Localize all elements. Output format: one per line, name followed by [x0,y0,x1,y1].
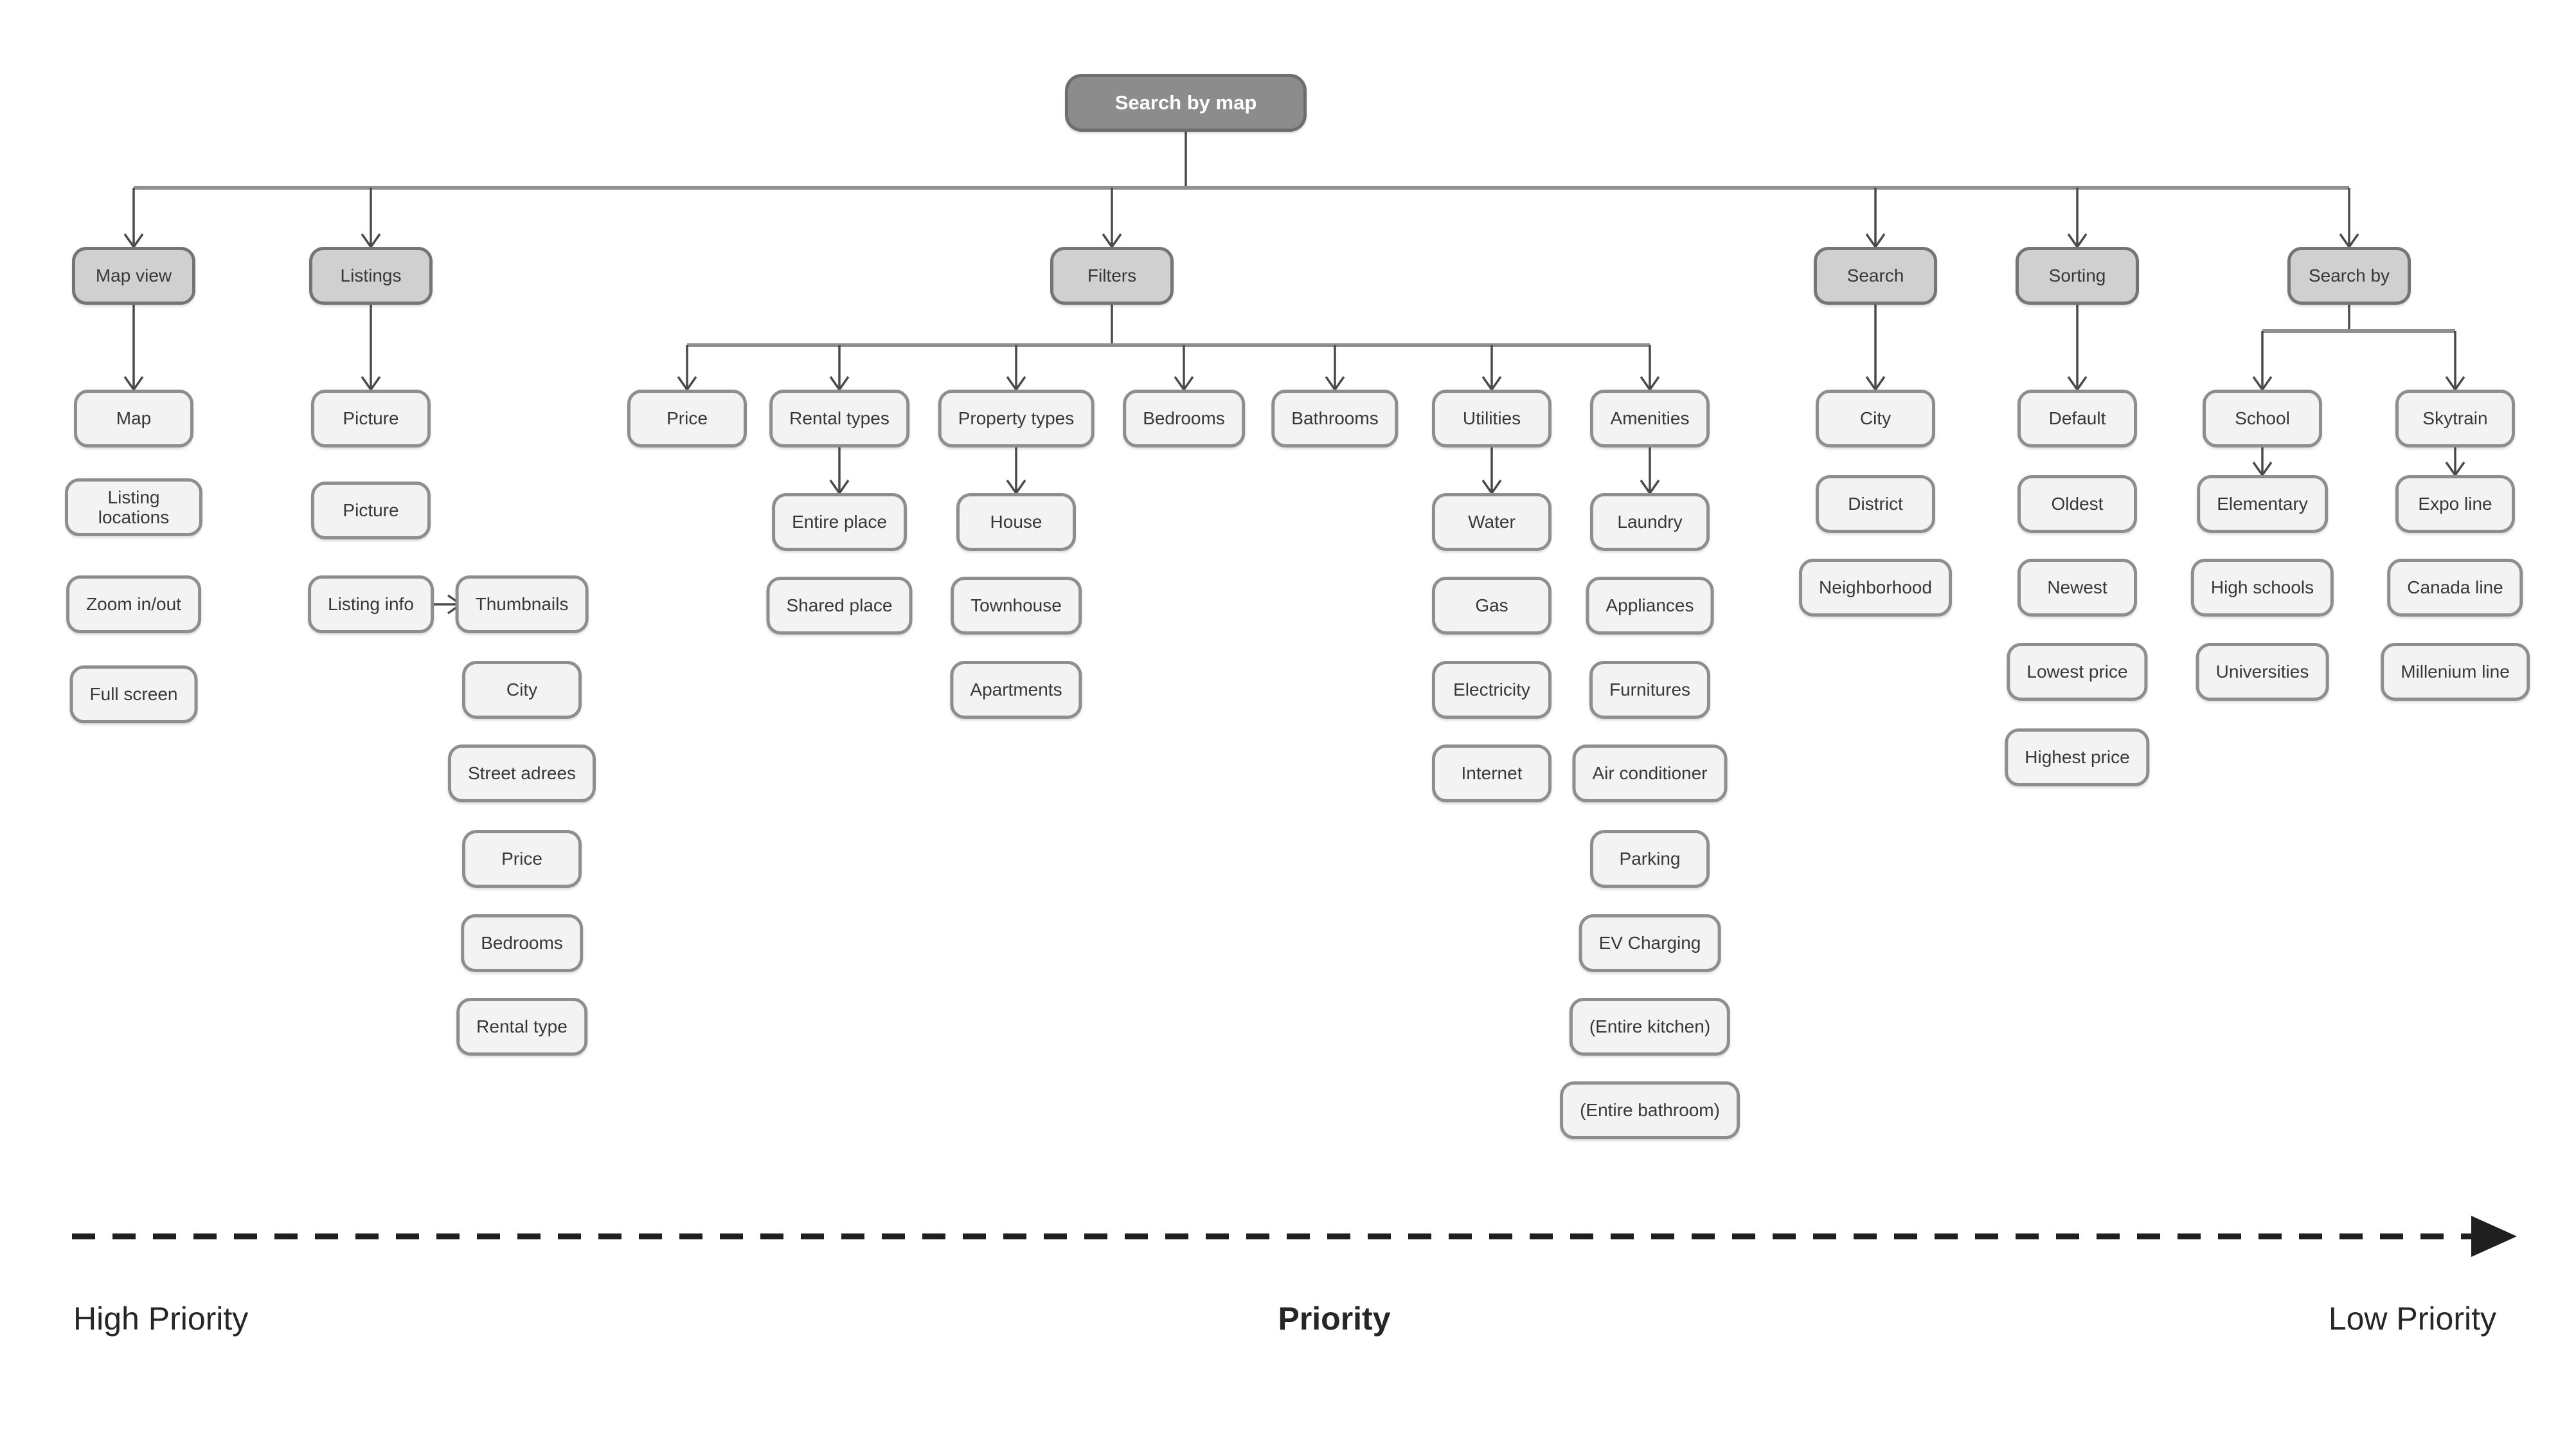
low-priority-label: Low Priority [2328,1301,2496,1337]
node-entire-kitchen: (Entire kitchen) [1569,998,1731,1056]
node-appliances: Appliances [1586,577,1714,635]
node-laundry: Laundry [1590,493,1710,551]
node-full-screen: Full screen [69,665,198,723]
node-utilities: Utilities [1432,390,1552,447]
node-electricity: Electricity [1432,661,1552,719]
node-listing-info: Listing info [308,575,434,633]
node-city: City [462,661,582,719]
node-school: School [2203,390,2322,447]
node-district: District [1816,475,1935,533]
node-universities: Universities [2196,643,2329,701]
node-amenities: Amenities [1590,390,1710,447]
node-gas: Gas [1432,577,1552,635]
node-parking: Parking [1590,830,1710,888]
node-lowest-price: Lowest price [2007,643,2148,701]
node-bedrooms: Bedrooms [1123,390,1245,447]
node-price: Price [462,830,582,888]
high-priority-label: High Priority [73,1301,249,1337]
node-newest: Newest [2017,559,2137,617]
node-oldest: Oldest [2017,475,2137,533]
node-rental-type: Rental type [456,998,587,1056]
priority-axis-title: Priority [1278,1301,1391,1337]
node-sorting: Sorting [2016,247,2139,305]
node-rental-types: Rental types [769,390,909,447]
node-ev-charging: EV Charging [1579,914,1721,972]
node-millenium-line: Millenium line [2381,643,2530,701]
node-property-types: Property types [938,390,1095,447]
node-apartments: Apartments [950,661,1082,719]
node-high-schools: High schools [2190,559,2334,617]
node-default: Default [2017,390,2137,447]
node-highest-price: Highest price [2005,728,2150,786]
node-entire-place: Entire place [772,493,907,551]
node-bathrooms: Bathrooms [1271,390,1399,447]
node-internet: Internet [1432,745,1552,802]
node-map: Map [74,390,193,447]
node-thumbnails: Thumbnails [455,575,589,633]
node-picture: Picture [311,482,431,539]
node-listing-locations: Listing locations [65,478,202,536]
node-entire-bathroom: (Entire bathroom) [1560,1081,1740,1139]
node-picture: Picture [311,390,431,447]
node-price: Price [627,390,747,447]
node-canada-line: Canada line [2387,559,2523,617]
node-skytrain: Skytrain [2395,390,2515,447]
node-bedrooms: Bedrooms [461,914,583,972]
node-city: City [1816,390,1935,447]
node-search: Search [1814,247,1937,305]
node-search-by-map: Search by map [1065,74,1307,132]
node-elementary: Elementary [2197,475,2328,533]
node-shared-place: Shared place [766,577,913,635]
node-expo-line: Expo line [2395,475,2515,533]
node-furnitures: Furnitures [1589,661,1711,719]
node-air-conditioner: Air conditioner [1572,745,1728,802]
node-search-by: Search by [2287,247,2411,305]
node-water: Water [1432,493,1552,551]
node-zoom-in-out: Zoom in/out [66,575,201,633]
priority-axis-arrowhead [2471,1216,2517,1257]
node-listings: Listings [309,247,433,305]
node-house: House [956,493,1076,551]
node-townhouse: Townhouse [951,577,1082,635]
node-filters: Filters [1050,247,1174,305]
node-neighborhood: Neighborhood [1799,559,1952,617]
node-map-view: Map view [72,247,195,305]
node-street-adrees: Street adrees [447,745,596,802]
